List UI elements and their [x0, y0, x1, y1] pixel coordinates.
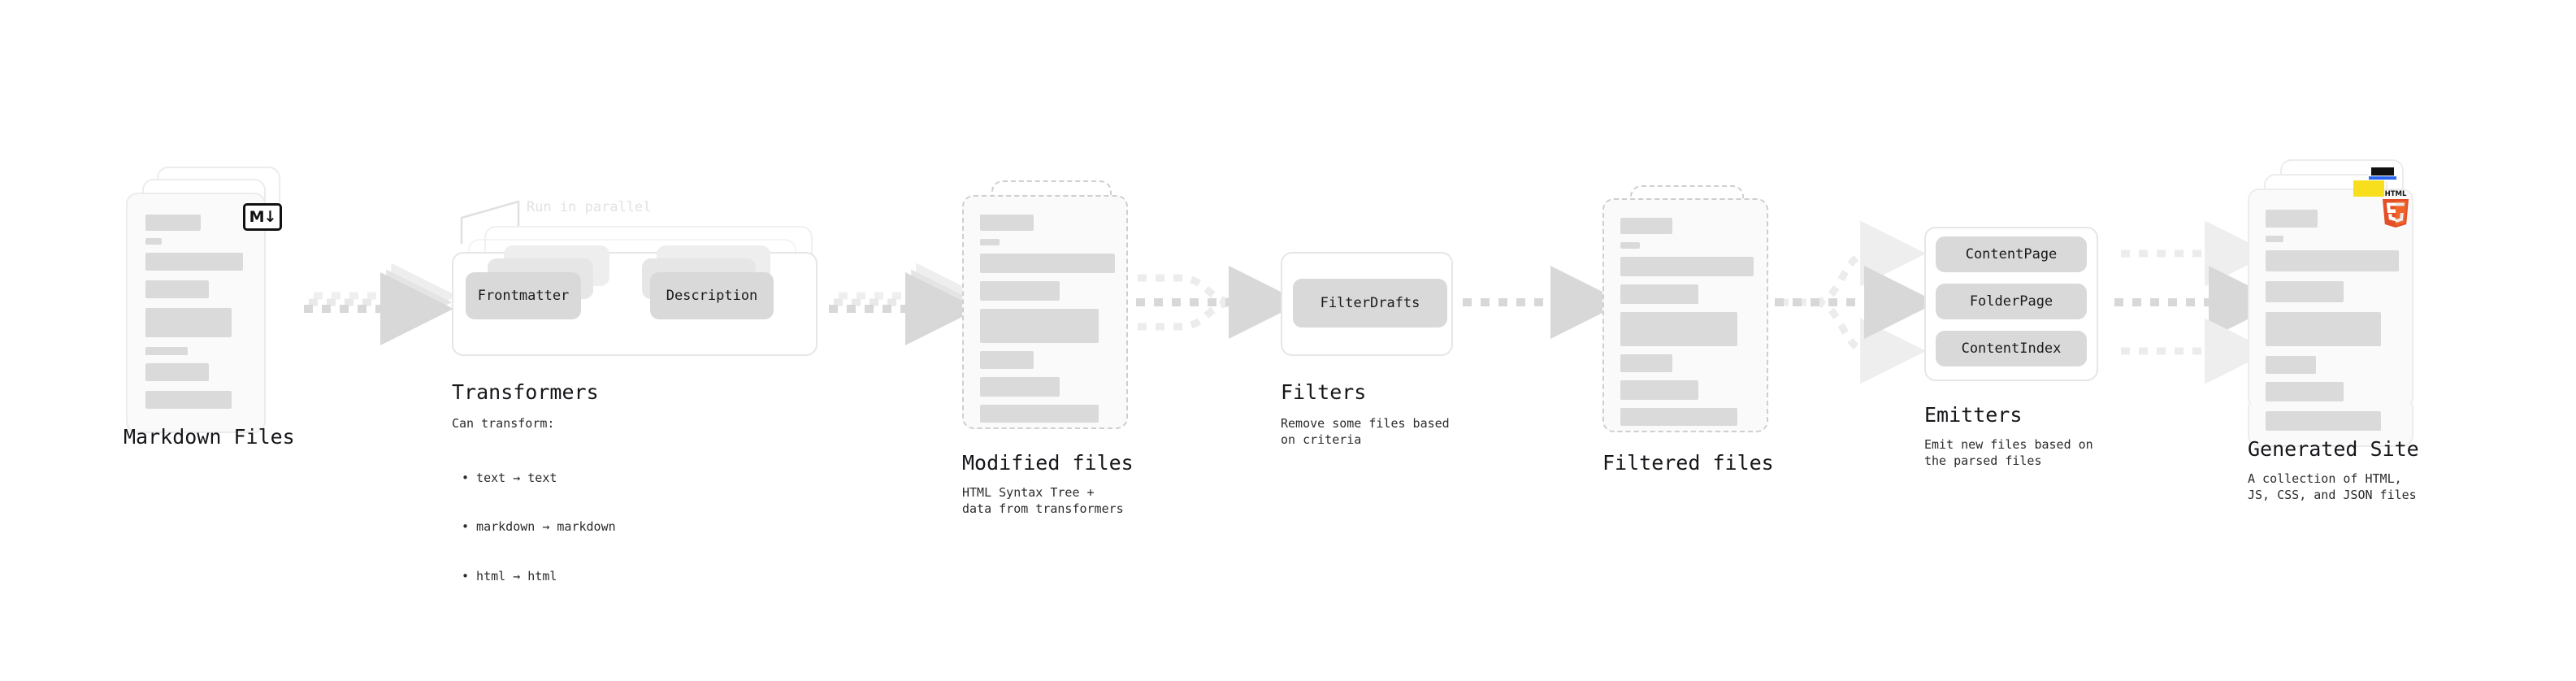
html5-wordmark: HTML — [2385, 190, 2407, 198]
emitter-pill-contentpage[interactable]: ContentPage — [1936, 236, 2087, 272]
filters-title: Filters — [1281, 380, 1367, 404]
css3-badge-box — [2371, 167, 2394, 176]
site-card-front — [2248, 189, 2413, 410]
emitters-title: Emitters — [1924, 403, 2023, 427]
emitters-subtitle: Emit new files based on the parsed files — [1924, 437, 2093, 468]
markdown-badge: M↓ — [243, 203, 282, 231]
markdown-card-front — [126, 193, 266, 378]
js-badge — [2353, 180, 2384, 197]
transformers-subtitle: Can transform: — [452, 416, 555, 431]
modified-files-subtitle: HTML Syntax Tree + data from transformer… — [962, 485, 1124, 516]
filtered-card-front — [1602, 198, 1768, 432]
arrow-transformers-to-modified — [829, 262, 982, 345]
css3-badge — [2369, 167, 2396, 182]
arrow-filtered-to-emitters — [1775, 220, 1937, 384]
modified-card-front — [962, 195, 1128, 429]
filters-subtitle: Remove some files based on criteria — [1281, 416, 1450, 447]
transformers-bullet-2: • html → html — [462, 569, 557, 583]
transformer-pill-frontmatter[interactable]: Frontmatter — [466, 272, 581, 319]
arrow-markdown-to-transformers — [304, 262, 458, 345]
markdown-badge-glyph: M↓ — [249, 207, 277, 226]
arrow-modified-to-filters — [1136, 266, 1302, 339]
generated-site-title: Generated Site — [2248, 437, 2419, 461]
arrow-emitters-to-site — [2114, 220, 2282, 384]
css3-badge-underline — [2369, 176, 2396, 180]
html5-badge: HTML — [2379, 189, 2412, 228]
transformer-pill-description[interactable]: Description — [650, 272, 774, 319]
generated-site-subtitle: A collection of HTML, JS, CSS, and JSON … — [2248, 471, 2417, 502]
html5-icon: HTML — [2383, 190, 2409, 228]
run-in-parallel-label: Run in parallel — [527, 199, 652, 215]
markdown-card-front-lower — [126, 355, 266, 433]
transformers-bullet-0: • text → text — [462, 470, 557, 485]
filtered-files-title: Filtered files — [1602, 451, 1774, 475]
emitter-pill-folderpage[interactable]: FolderPage — [1936, 284, 2087, 319]
transformers-bullets: • text → text • markdown → markdown • ht… — [462, 436, 616, 618]
modified-files-title: Modified files — [962, 451, 1134, 475]
transformers-bullet-1: • markdown → markdown — [462, 519, 616, 535]
filter-pill-filterdrafts[interactable]: FilterDrafts — [1293, 279, 1447, 327]
site-card-front-lower — [2248, 405, 2413, 447]
transformers-title: Transformers — [452, 380, 599, 404]
emitter-pill-contentindex[interactable]: ContentIndex — [1936, 331, 2087, 367]
markdown-files-title: Markdown Files — [124, 425, 295, 449]
